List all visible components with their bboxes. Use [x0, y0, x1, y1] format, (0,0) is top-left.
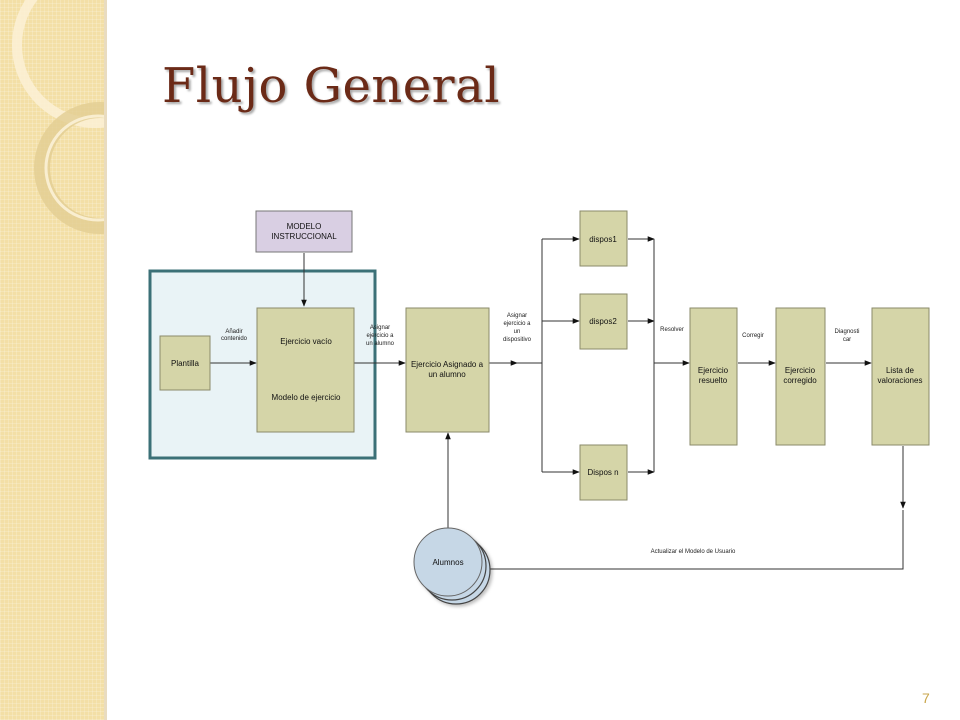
node-ejercicio-asignado-line2: un alumno [428, 370, 466, 379]
edge-label-asignar-alumno-1: Asignar [370, 325, 390, 331]
node-ejercicio-corregido [775, 307, 826, 446]
node-ejercicio-corregido-line2: corregido [783, 376, 817, 385]
edge-label-asignar-dispositivo-2: ejercicio a [503, 321, 531, 327]
edge-label-anadir-2: contenido [221, 336, 248, 342]
node-ejercicio-asignado [405, 307, 490, 433]
node-dispos1-label: dispos1 [589, 235, 617, 244]
node-modelo-instruccional [255, 210, 353, 253]
node-ejercicio-vacio-label: Ejercicio vacío [280, 337, 332, 346]
connectors [210, 236, 906, 570]
slide-title: Flujo General [162, 58, 501, 114]
node-plantilla [159, 335, 211, 391]
node-ejercicio-resuelto-line1: Ejercicio [698, 366, 729, 375]
node-dispos-n [579, 444, 628, 501]
node-plantilla-label: Plantilla [171, 359, 200, 368]
edge-label-corregir: Corregir [742, 333, 764, 339]
edge-label-diagnosticar-2: car [843, 337, 851, 343]
node-ejercicio-resuelto [689, 307, 738, 446]
sidebar-edge [104, 0, 107, 720]
node-modelo-instruccional-line2: INSTRUCCIONAL [271, 232, 337, 241]
edge-label-asignar-dispositivo-4: dispositivo [503, 337, 532, 343]
node-alumnos-label: Alumnos [432, 558, 463, 567]
node-modelo-de-ejercicio-label: Modelo de ejercicio [272, 393, 341, 402]
edge-labels: Añadir contenido Asignar ejercicio a un … [221, 313, 860, 555]
node-ejercicio-resuelto-line2: resuelto [699, 376, 728, 385]
node-dispos1 [579, 210, 628, 267]
edge-label-diagnosticar-1: Diagnosti [834, 329, 859, 335]
edge-feedback-to-alumnos [490, 510, 904, 570]
edge-label-anadir-1: Añadir [225, 329, 242, 335]
edge-label-asignar-alumno-2: ejercicio a [366, 333, 394, 339]
node-modelo-instruccional-line1: MODELO [287, 222, 322, 231]
node-lista-valoraciones-line1: Lista de [886, 366, 915, 375]
node-lista-valoraciones-line2: valoraciones [878, 376, 923, 385]
edge-label-asignar-alumno-3: un alumno [366, 341, 395, 347]
edge-label-asignar-dispositivo-3: un [514, 329, 521, 335]
decorative-rings [12, 0, 104, 234]
edge-label-resolver: Resolver [660, 327, 684, 333]
edge-label-asignar-dispositivo-1: Asignar [507, 313, 527, 319]
decorative-sidebar [0, 0, 104, 720]
page-number: 7 [922, 690, 930, 706]
node-dispos-n-label: Dispos n [587, 468, 618, 477]
node-lista-valoraciones [871, 307, 930, 446]
edge-label-actualizar-modelo: Actualizar el Modelo de Usuario [651, 549, 736, 555]
node-ejercicio-asignado-line1: Ejercicio Asignado a [411, 360, 484, 369]
node-dispos2-label: dispos2 [589, 317, 617, 326]
node-alumnos [413, 527, 491, 605]
node-ejercicio-vacio [256, 307, 355, 433]
node-ejercicio-corregido-line1: Ejercicio [785, 366, 816, 375]
node-dispos2 [579, 293, 628, 350]
